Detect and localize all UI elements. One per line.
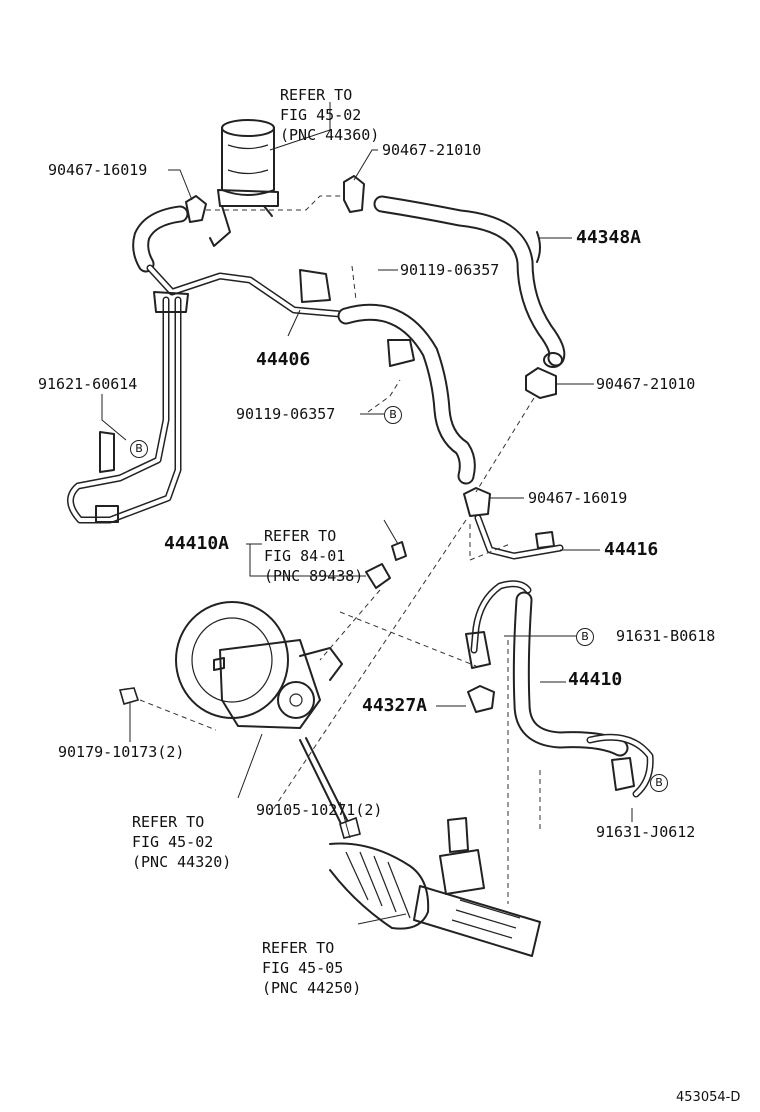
tube-44406-shape: [67, 264, 344, 524]
bolt-marker-bolt-j0612: B: [650, 774, 668, 792]
diagram-id: 453054-D: [676, 1090, 741, 1105]
label-hose-44410: 44410: [568, 669, 623, 690]
label-clamp-16019-top: 90467-16019: [48, 161, 148, 179]
label-nut-10173: 90179-10173(2): [58, 743, 185, 761]
label-clamp-21010-top: 90467-21010: [382, 141, 482, 159]
label-clamp-44327a: 44327A: [362, 695, 428, 716]
bolt-marker-bolt-b0618: B: [576, 628, 594, 646]
switch-44410a-shape: [365, 541, 407, 589]
leader-lines: [101, 102, 633, 925]
reservoir-tank: [209, 119, 279, 247]
bolt-marker-bolt-06357-top: B: [130, 440, 148, 458]
clamp-44327a-shape: [467, 685, 495, 713]
label-tube-44416: 44416: [604, 539, 659, 560]
label-clamp-21010-mid: 90467-21010: [596, 375, 696, 393]
pump-shape: [118, 601, 361, 839]
label-bolt-06357-mid: 90119-06357: [236, 405, 336, 423]
clamp-21010-mid-shape: [525, 367, 557, 399]
clamp-16019-top-shape: [185, 195, 207, 223]
clamp-21010-top-shape: [343, 175, 365, 213]
label-bolt-j0612: 91631-J0612: [596, 823, 696, 841]
label-clamp-60614: 91621-60614: [38, 375, 138, 393]
label-hose-44348a: 44348A: [576, 227, 642, 248]
label-tube-44406: 44406: [256, 349, 311, 370]
tube-44416-shape: [474, 514, 564, 560]
hose-44410-shape: [465, 580, 654, 798]
steering-gear-shape: [329, 817, 541, 957]
label-bolt-b0618: 91631-B0618: [616, 627, 716, 645]
label-clamp-16019-mid: 90467-16019: [528, 489, 628, 507]
label-bolt-06357-top: 90119-06357: [400, 261, 500, 279]
pressure-hose-shape: [337, 303, 476, 485]
clamp-16019-mid-shape: [463, 487, 491, 517]
bolt-marker-bolt-06357-mid: B: [384, 406, 402, 424]
left-return-hose-shape: [132, 205, 189, 273]
label-switch-44410a: 44410A: [164, 533, 230, 554]
hose-44348a-shape: [373, 195, 566, 368]
label-bolt-10271: 90105-10271(2): [256, 801, 383, 819]
